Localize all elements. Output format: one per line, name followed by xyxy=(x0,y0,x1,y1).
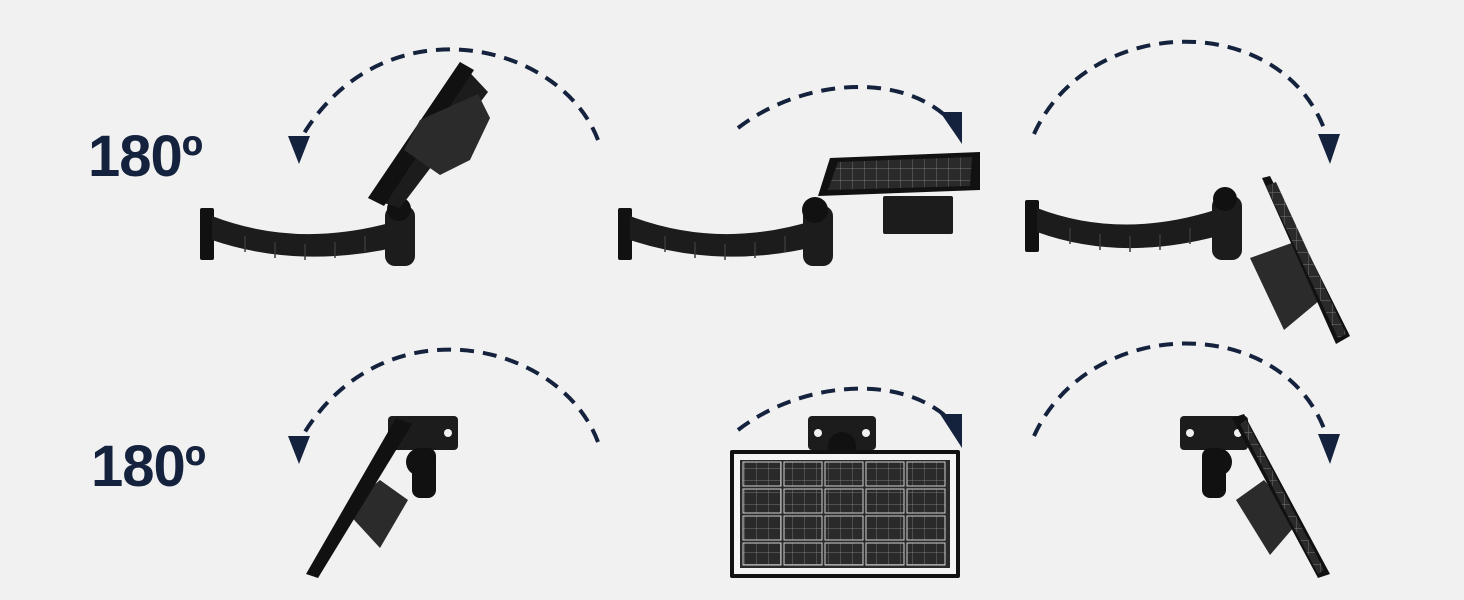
solar-panel-mount-top-left xyxy=(200,62,490,266)
solar-panel-mount-bottom-middle xyxy=(730,416,960,578)
bottom-rotation-angle-label: 180º xyxy=(91,434,206,499)
rotation-arrow-bottom-left xyxy=(288,347,600,464)
rotation-arrow-top-middle xyxy=(736,84,962,144)
rotation-arrow-bottom-middle xyxy=(736,386,962,448)
solar-panel-mount-bottom-left xyxy=(306,416,458,578)
solar-panel-mount-top-right xyxy=(1025,176,1350,344)
rotation-arrow-top-right xyxy=(1032,39,1340,164)
top-rotation-angle-label: 180º xyxy=(88,124,203,189)
solar-panel-mount-top-middle xyxy=(618,152,980,266)
solar-panel-mount-bottom-right xyxy=(1180,414,1330,578)
rotation-arrow-bottom-right xyxy=(1032,341,1340,464)
solar-cell-grid xyxy=(742,461,946,566)
rotation-arrow-top-left xyxy=(288,47,600,164)
